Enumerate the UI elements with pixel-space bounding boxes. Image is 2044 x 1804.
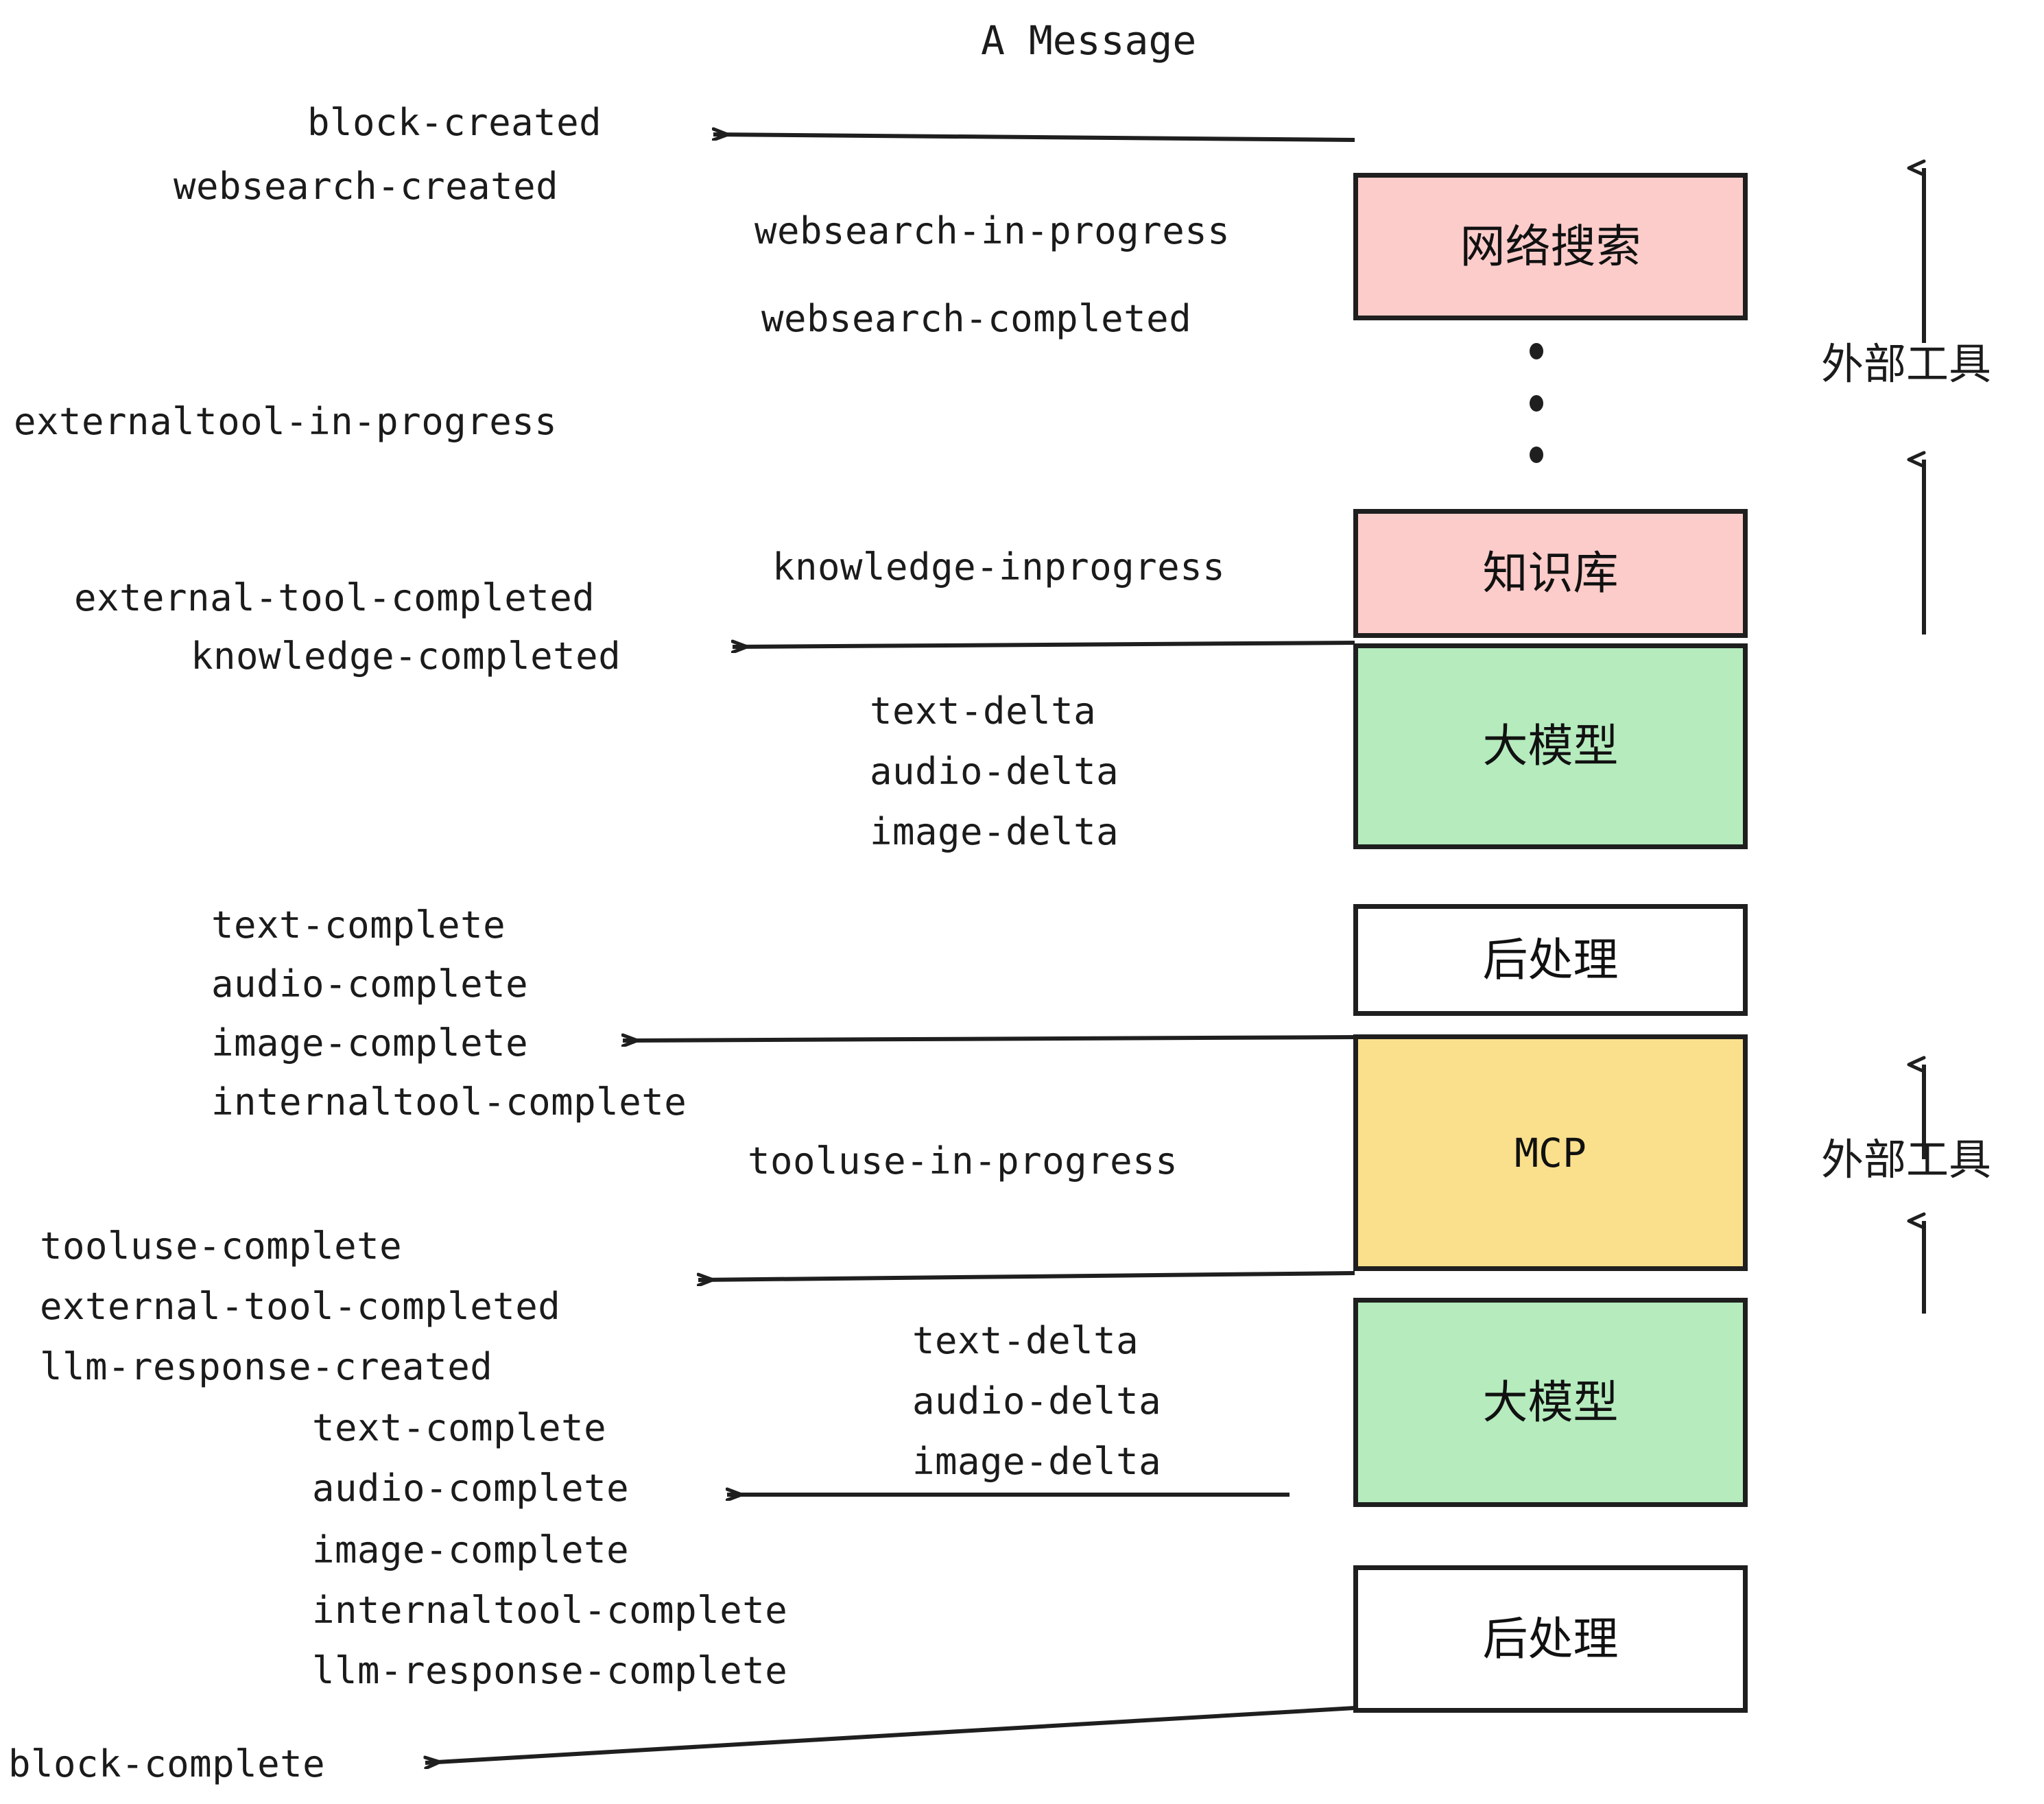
event-text-complete-first: text-complete: [211, 903, 506, 947]
node-llm-first[interactable]: 大模型: [1353, 643, 1748, 849]
event-llm-response-complete: llm-response-complete: [312, 1649, 788, 1692]
event-image-delta-first: image-delta: [870, 810, 1119, 853]
arrow-knowledge-to-completed: [733, 643, 1355, 647]
arrow-mcp-to-tooluse-complete: [698, 1271, 1355, 1280]
node-knowledge-base[interactable]: 知识库: [1353, 509, 1748, 638]
event-block-created: block-created: [307, 101, 602, 144]
event-knowledge-completed: knowledge-completed: [191, 634, 621, 678]
arrow-postproc2-to-block-complete: [425, 1706, 1355, 1763]
arrow-websearch-to-block: [713, 134, 1355, 142]
event-websearch-completed: websearch-completed: [761, 297, 1192, 340]
event-text-complete-second: text-complete: [312, 1406, 607, 1449]
event-external-tool-completed-second: external-tool-completed: [40, 1285, 561, 1328]
node-mcp[interactable]: MCP: [1353, 1034, 1748, 1271]
event-external-tool-completed-first: external-tool-completed: [74, 576, 595, 619]
node-websearch-label: 网络搜索: [1460, 219, 1641, 273]
node-llm-second[interactable]: 大模型: [1353, 1298, 1748, 1507]
event-knowledge-inprogress: knowledge-inprogress: [772, 545, 1226, 589]
event-text-delta-first: text-delta: [870, 689, 1097, 733]
node-postprocessing-first-label: 后处理: [1482, 933, 1619, 986]
node-postprocessing-second-label: 后处理: [1482, 1612, 1619, 1665]
event-tooluse-complete: tooluse-complete: [40, 1224, 403, 1268]
event-llm-response-created: llm-response-created: [40, 1345, 493, 1388]
event-externaltool-in-progress: externaltool-in-progress: [14, 400, 558, 443]
node-mcp-label: MCP: [1514, 1129, 1587, 1176]
event-audio-delta-first: audio-delta: [870, 750, 1119, 793]
event-block-complete: block-complete: [8, 1742, 326, 1785]
event-audio-complete-first: audio-complete: [211, 962, 529, 1006]
event-audio-complete-second: audio-complete: [312, 1467, 630, 1510]
event-text-delta-second: text-delta: [912, 1319, 1139, 1362]
vertical-ellipsis-icon: [1528, 343, 1545, 463]
arrow-postproc1-to-image-complete: [623, 1037, 1355, 1041]
group-label-external-tools-bottom: 外部工具: [1821, 1135, 1992, 1185]
node-llm-first-label: 大模型: [1482, 720, 1619, 772]
node-websearch[interactable]: 网络搜索: [1353, 173, 1748, 320]
event-audio-delta-second: audio-delta: [912, 1379, 1162, 1423]
event-internaltool-complete-second: internaltool-complete: [312, 1589, 788, 1632]
group-label-external-tools-top: 外部工具: [1821, 339, 1992, 389]
event-image-complete-second: image-complete: [312, 1528, 630, 1571]
event-websearch-in-progress: websearch-in-progress: [754, 209, 1231, 252]
event-image-complete-first: image-complete: [211, 1021, 529, 1065]
node-postprocessing-first[interactable]: 后处理: [1353, 904, 1748, 1016]
event-image-delta-second: image-delta: [912, 1440, 1162, 1483]
event-tooluse-in-progress: tooluse-in-progress: [748, 1139, 1178, 1183]
node-knowledge-base-label: 知识库: [1482, 547, 1619, 600]
node-llm-second-label: 大模型: [1482, 1375, 1619, 1429]
event-internaltool-complete-first: internaltool-complete: [211, 1080, 687, 1124]
event-websearch-created: websearch-created: [174, 165, 559, 208]
node-postprocessing-second[interactable]: 后处理: [1353, 1565, 1748, 1713]
page-title: A Message: [981, 17, 1197, 64]
